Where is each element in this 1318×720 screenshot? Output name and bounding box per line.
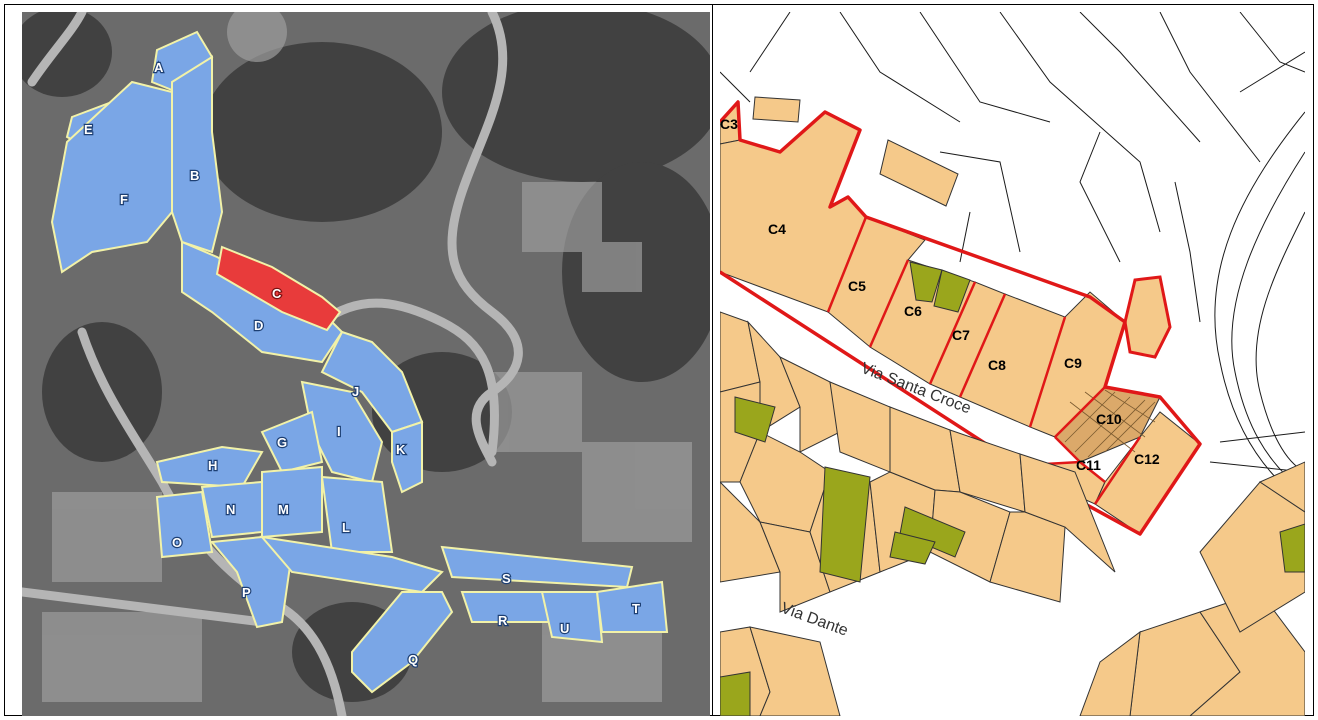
- block-g: [260, 410, 324, 474]
- parcel-label-c7: C7: [952, 327, 970, 343]
- block-f: [50, 80, 173, 274]
- block-label-k: K: [396, 442, 406, 457]
- block-label-i: I: [337, 424, 341, 439]
- block-label-a: A: [154, 60, 164, 75]
- block-label-d: D: [254, 318, 263, 333]
- parcel-label-c6: C6: [904, 303, 922, 319]
- light-patches: [42, 12, 692, 702]
- block-label-u: U: [560, 621, 569, 636]
- c10-hatch: [1064, 389, 1156, 458]
- block-q: [351, 591, 454, 694]
- urban-blocks: [50, 30, 669, 694]
- block-label-b: B: [190, 168, 199, 183]
- upper-parcels: [752, 96, 959, 207]
- aerial-map: A B C D E F G H I J K L M N O P Q R S T …: [22, 12, 710, 716]
- block-m: [261, 465, 323, 539]
- block-c-highlight: [215, 245, 342, 332]
- block-label-f: F: [120, 192, 128, 207]
- parcel-label-c8: C8: [988, 357, 1006, 373]
- parcel-label-c12: C12: [1134, 451, 1160, 467]
- parcel-label-c10: C10: [1096, 411, 1122, 427]
- block-label-g: G: [277, 435, 287, 450]
- block-label-m: M: [278, 502, 289, 517]
- block-label-n: N: [226, 502, 235, 517]
- upper-small-outline: [1123, 275, 1172, 359]
- block-label-o: O: [172, 535, 182, 550]
- lower-parcels: [720, 311, 1305, 716]
- block-label-c: C: [272, 286, 282, 301]
- highlighted-parcels: [720, 100, 1201, 535]
- terrain-lines: [720, 12, 1305, 493]
- block-label-q: Q: [408, 652, 418, 667]
- block-label-r: R: [498, 613, 508, 628]
- parcel-label-c9: C9: [1064, 355, 1082, 371]
- aerial-map-panel: A B C D E F G H I J K L M N O P Q R S T …: [22, 12, 710, 716]
- parcel-c6-green2: [933, 269, 971, 313]
- block-o: [155, 490, 214, 559]
- block-label-e: E: [84, 122, 93, 137]
- cadastral-map: C3 C4 C5 C6 C7 C8 C9 C10 C11 C12 Via San…: [720, 12, 1305, 716]
- block-label-j: J: [352, 384, 359, 399]
- block-label-h: H: [208, 458, 217, 473]
- block-l: [320, 475, 394, 553]
- block-h: [155, 445, 264, 489]
- block-label-s: S: [502, 571, 511, 586]
- block-k: [391, 420, 423, 494]
- block-label-t: T: [632, 601, 640, 616]
- parcel-label-c4: C4: [768, 221, 786, 237]
- block-label-p: P: [242, 585, 251, 600]
- block-labels: A B C D E F G H I J K L M N O P Q R S T …: [83, 59, 641, 668]
- block-label-l: L: [342, 520, 350, 535]
- cadastral-map-panel: C3 C4 C5 C6 C7 C8 C9 C10 C11 C12 Via San…: [720, 12, 1305, 716]
- panel-divider: [712, 4, 713, 716]
- parcel-c6-green: [909, 261, 943, 303]
- block-strip: [259, 535, 444, 594]
- parcel-labels: C3 C4 C5 C6 C7 C8 C9 C10 C11 C12: [720, 116, 1160, 473]
- green-parcels: [720, 396, 1305, 716]
- block-b: [171, 55, 224, 254]
- parcel-label-c5: C5: [848, 278, 866, 294]
- block-c-inner-lines: [826, 216, 1142, 505]
- block-u: [540, 591, 604, 644]
- parcel-label-c11: C11: [1076, 457, 1101, 473]
- parcel-label-c3: C3: [720, 116, 738, 132]
